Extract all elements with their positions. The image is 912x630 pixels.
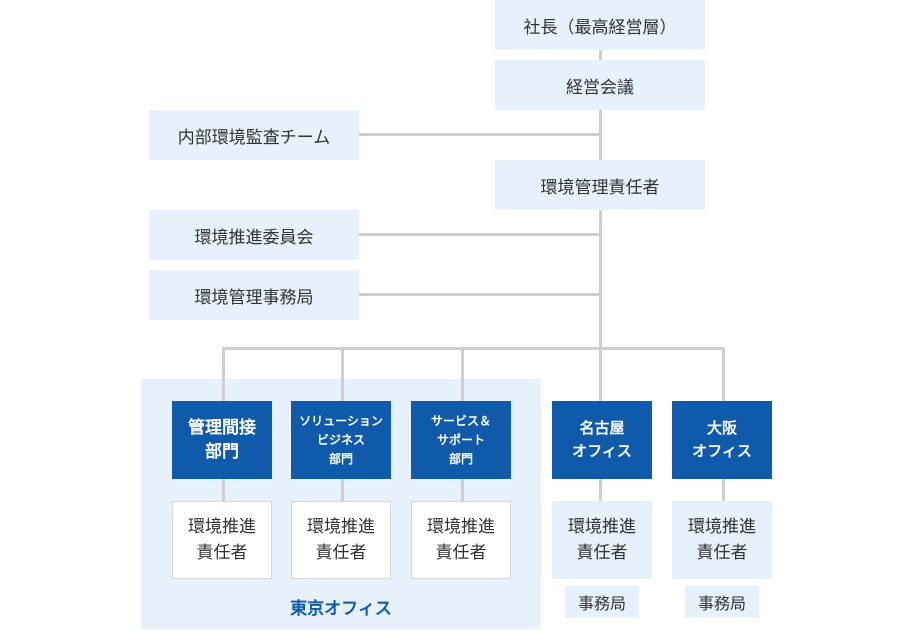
env-office-box: 環境管理事務局 — [149, 270, 359, 320]
secretariat-osaka-box: 事務局 — [685, 586, 759, 618]
connector-line — [222, 347, 225, 401]
connector-line — [341, 479, 344, 501]
management-meeting-box: 経営会議 — [495, 60, 705, 110]
promotion-manager-solution-box: 環境推進 責任者 — [291, 501, 391, 579]
dept-nagoya-office-box: 名古屋 オフィス — [552, 401, 652, 479]
connector-line — [358, 293, 601, 296]
connector-line — [722, 479, 725, 501]
dept-service-support-box: サービス＆ サポート 部門 — [411, 401, 511, 479]
promotion-manager-service-box: 環境推進 責任者 — [411, 501, 511, 579]
connector-line — [341, 347, 344, 401]
dept-solution-business-box: ソリューション ビジネス 部門 — [291, 401, 391, 479]
connector-line — [599, 347, 602, 401]
connector-line — [461, 479, 464, 501]
president-box: 社長（最高経営層） — [495, 0, 705, 50]
connector-line — [722, 347, 725, 401]
connector-line — [358, 233, 601, 236]
connector-line — [222, 347, 725, 350]
env-committee-box: 環境推進委員会 — [149, 210, 359, 260]
promotion-manager-osaka-box: 環境推進 責任者 — [672, 501, 772, 579]
secretariat-nagoya-box: 事務局 — [565, 586, 639, 618]
internal-audit-team-box: 内部環境監査チーム — [149, 110, 359, 160]
connector-line — [222, 479, 225, 501]
tokyo-office-label: 東京オフィス — [290, 599, 392, 619]
dept-admin-box: 管理間接 部門 — [172, 401, 272, 479]
connector-line — [358, 133, 601, 136]
promotion-manager-nagoya-box: 環境推進 責任者 — [552, 501, 652, 579]
env-manager-box: 環境管理責任者 — [495, 160, 705, 210]
dept-osaka-office-box: 大阪 オフィス — [672, 401, 772, 479]
connector-line — [599, 479, 602, 501]
promotion-manager-admin-box: 環境推進 責任者 — [172, 501, 272, 579]
connector-line — [461, 347, 464, 401]
